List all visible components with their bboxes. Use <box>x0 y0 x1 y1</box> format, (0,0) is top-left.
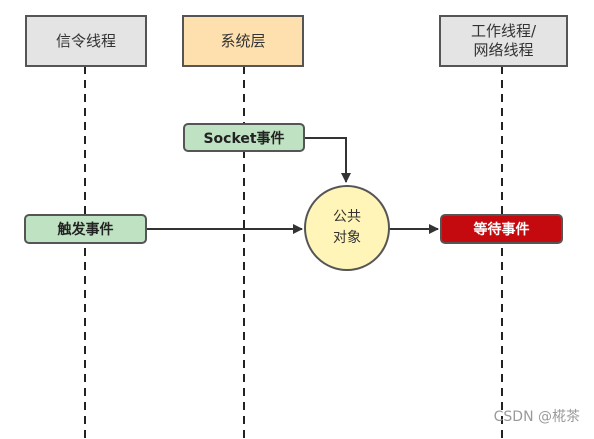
wait-event-label: 等待事件 <box>473 222 530 238</box>
lane-header-label: 信令线程 <box>55 31 116 50</box>
shared-object-label-line-1: 公共 <box>333 209 361 225</box>
lane-header-worker-network-thread: 工作线程/ 网络线程 <box>439 15 568 67</box>
shared-object-label-line-2: 对象 <box>333 230 361 246</box>
lane-header-label-line-1: 工作线程/ <box>470 22 537 40</box>
trigger-event-box: 触发事件 <box>24 214 147 244</box>
lane-header-signal-thread: 信令线程 <box>25 15 147 67</box>
arrow-socket-to-shared-object <box>304 137 351 183</box>
lane-header-system-layer: 系统层 <box>182 15 304 67</box>
lane-header-label: 系统层 <box>220 31 266 50</box>
socket-event-label: Socket事件 <box>203 130 285 147</box>
watermark: CSDN @椛茶 <box>493 409 580 425</box>
trigger-event-label: 触发事件 <box>57 222 114 238</box>
lane-header-label-line-2: 网络线程 <box>473 41 534 59</box>
shared-object-circle: 公共 对象 <box>304 185 390 271</box>
socket-event-box: Socket事件 <box>183 123 305 152</box>
wait-event-box: 等待事件 <box>440 214 563 244</box>
